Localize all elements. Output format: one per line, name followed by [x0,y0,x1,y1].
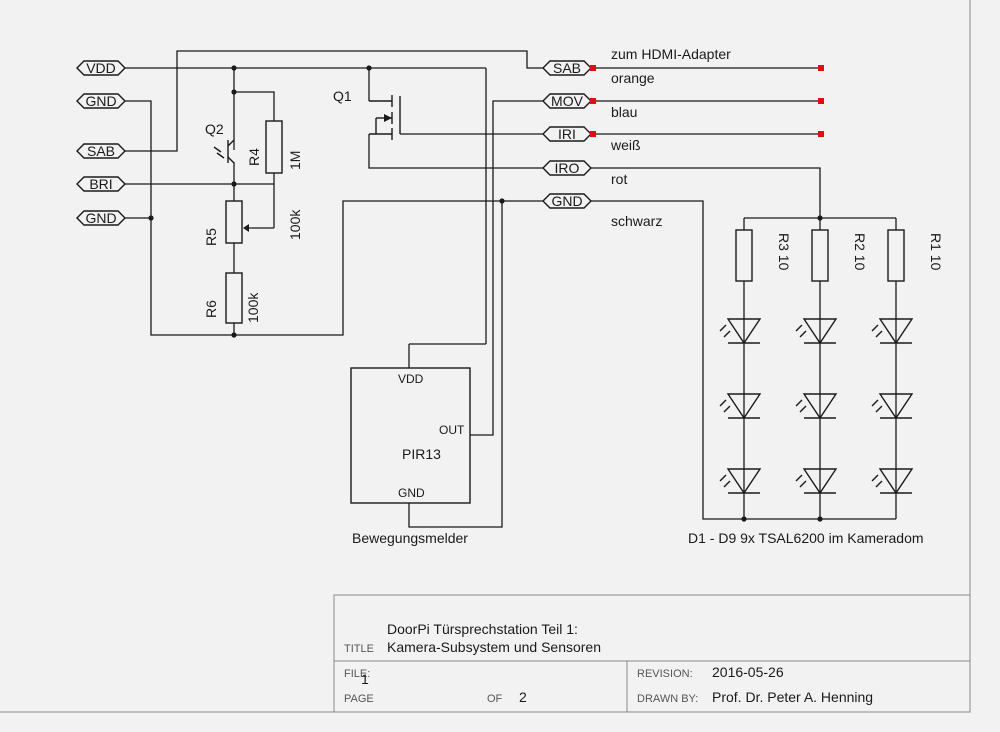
port-gnd-left-1: GND [76,93,126,109]
page-label: PAGE [344,693,374,705]
ir-led-array [719,318,914,495]
r6-resistor [225,272,243,324]
q2-label: Q2 [205,121,224,137]
r4-resistor [265,120,283,174]
r4-value: 1M [287,151,303,170]
title-line-2: Kamera-Subsystem und Sensoren [387,639,601,655]
r2-resistor [811,229,829,282]
pir-gnd-pin: GND [398,486,425,500]
port-gnd-left-2: GND [76,210,126,226]
revision-label: REVISION: [637,668,693,680]
q1-mosfet-symbol [369,95,401,140]
svg-text:SAB: SAB [553,60,581,76]
pir-vdd-pin: VDD [398,372,424,386]
port-iri-right: IRI [542,126,592,142]
drawn-by-value: Prof. Dr. Peter A. Henning [712,689,873,705]
pir-caption: Bewegungsmelder [352,530,468,546]
port-mov-right: MOV [542,93,592,109]
label-blau: blau [611,104,637,120]
r3-resistor [735,229,753,282]
r2-label: R2 10 [852,233,868,271]
r1-resistor [887,229,905,282]
led-caption: D1 - D9 9x TSAL6200 im Kameradom [688,530,924,546]
r1-label: R1 10 [928,233,944,271]
svg-text:MOV: MOV [551,93,584,109]
svg-text:VDD: VDD [86,60,116,76]
r6-label: R6 [203,300,219,318]
label-rot: rot [611,171,627,187]
svg-text:GND: GND [85,210,116,226]
label-weiss: weiß [610,137,641,153]
revision-value: 2016-05-26 [712,664,784,680]
port-sab-right: SAB [542,60,592,76]
ir-led-9 [871,468,914,495]
pir-name: PIR13 [402,446,441,462]
pir-module-box [350,367,471,504]
label-schwarz: schwarz [611,213,662,229]
r5-value: 100k [287,209,303,240]
svg-text:GND: GND [85,93,116,109]
wires [125,50,897,528]
port-bri-left: BRI [76,176,126,192]
svg-text:BRI: BRI [89,176,112,192]
ir-led-8 [871,393,914,420]
of-value: 2 [519,689,527,705]
of-label: OF [487,693,503,705]
drawn-by-label: DRAWN BY: [637,693,698,705]
q2-phototransistor-symbol [213,139,235,164]
r3-label: R3 10 [776,233,792,271]
pir-out-pin: OUT [439,423,465,437]
title-block: DoorPi Türsprechstation Teil 1: Kamera-S… [344,621,873,705]
label-hdmi: zum HDMI-Adapter [611,46,731,62]
port-iro-right: IRO [542,160,592,176]
r4-label: R4 [246,148,262,166]
sheet-frame [0,0,971,713]
title-label: TITLE [344,643,374,655]
port-sab-left: SAB [76,143,126,159]
title-line-1: DoorPi Türsprechstation Teil 1: [387,621,578,637]
ir-led-2 [719,393,762,420]
r5-label: R5 [203,228,219,246]
q1-label: Q1 [333,88,352,104]
svg-text:GND: GND [551,193,582,209]
svg-text:IRI: IRI [558,126,576,142]
svg-text:SAB: SAB [87,143,115,159]
r6-value: 100k [245,292,261,323]
file-value: 1 [361,671,369,687]
port-vdd-left: VDD [76,60,126,76]
ir-led-7 [871,318,914,345]
file-label: FILE: [344,668,370,680]
terminal-markers [590,65,824,137]
svg-text:IRO: IRO [555,160,580,176]
junction-dots [148,65,823,522]
label-orange: orange [611,70,655,86]
port-gnd-right: GND [542,193,592,209]
r5-potentiometer [225,200,249,244]
ir-led-3 [719,468,762,495]
ir-led-1 [719,318,762,345]
ir-led-5 [795,393,838,420]
ir-led-4 [795,318,838,345]
ir-led-6 [795,468,838,495]
